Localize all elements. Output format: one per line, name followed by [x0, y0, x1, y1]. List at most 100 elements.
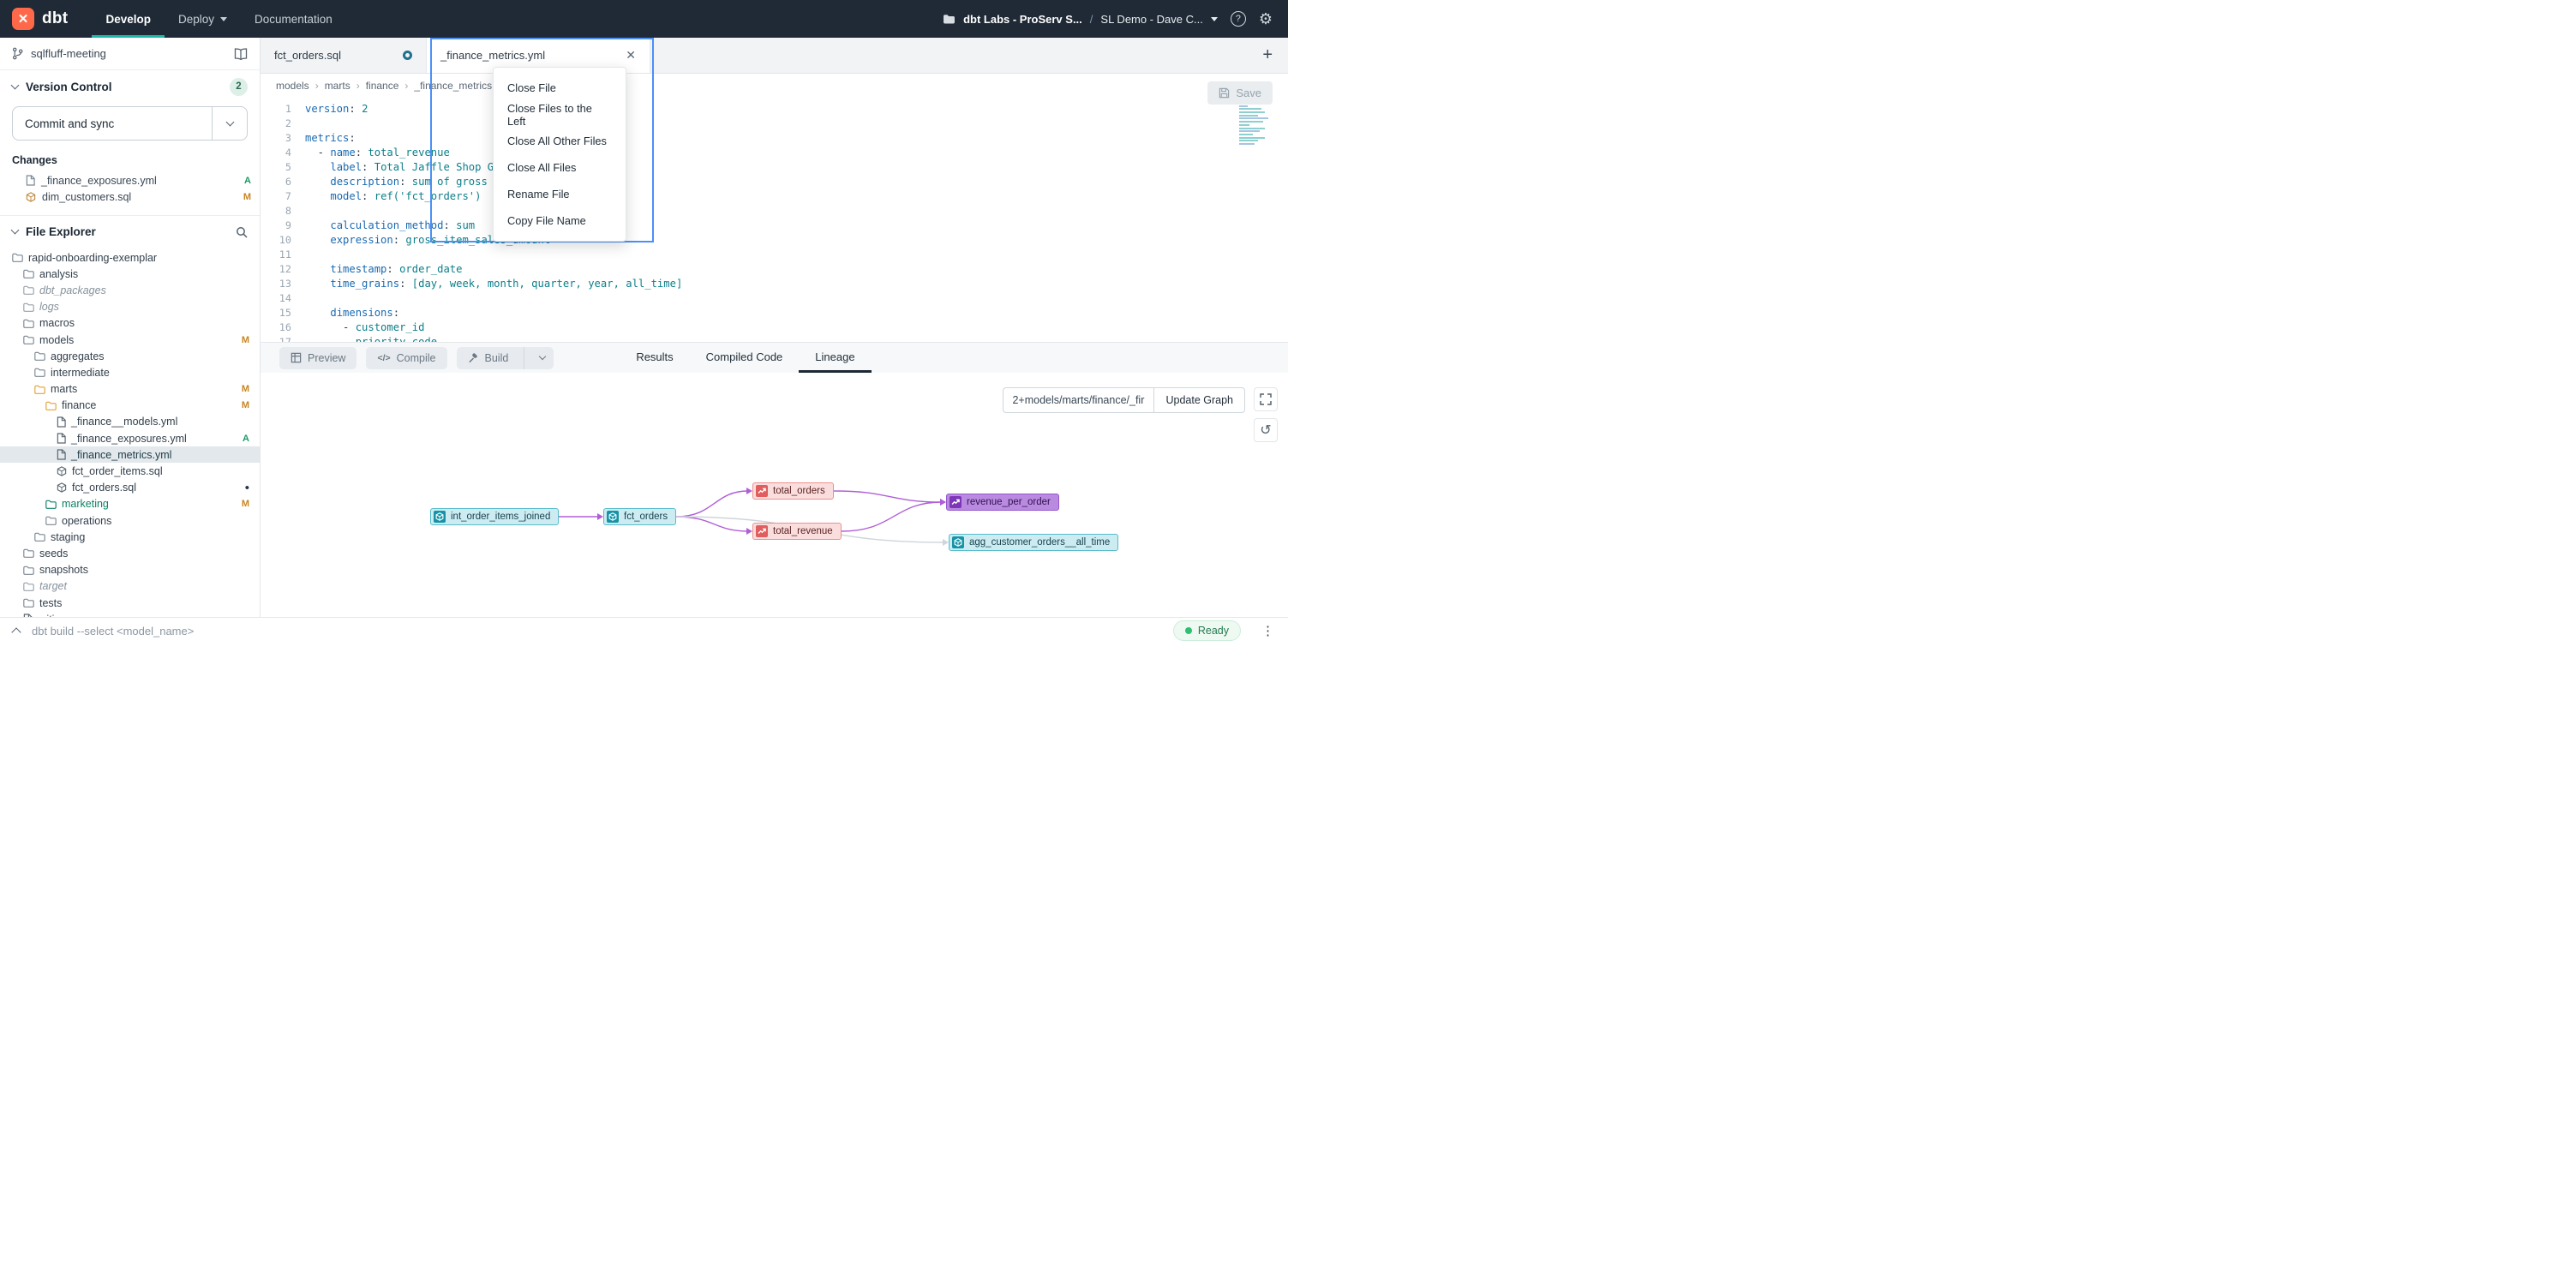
version-control-title: Version Control: [26, 81, 112, 93]
file-explorer-header[interactable]: File Explorer: [0, 215, 260, 248]
tree-item-label: macros: [39, 317, 75, 329]
breadcrumb-item[interactable]: marts: [325, 80, 350, 92]
folder-icon: [45, 516, 57, 525]
tree-item[interactable]: staging: [0, 529, 260, 545]
tree-item[interactable]: dbt_packages: [0, 282, 260, 298]
tree-item[interactable]: _finance__models.yml: [0, 414, 260, 430]
lineage-node-fct_orders[interactable]: fct_orders: [603, 508, 676, 525]
tree-item[interactable]: _finance_exposures.ymlA: [0, 430, 260, 446]
context-menu-item[interactable]: Copy File Name: [494, 207, 626, 234]
lineage-node-revenue_per_order[interactable]: revenue_per_order: [946, 494, 1059, 511]
code-line: 3metrics:: [261, 131, 1288, 146]
search-icon[interactable]: [236, 226, 248, 238]
changed-file[interactable]: dim_customers.sql M: [0, 189, 260, 205]
node-label: total_revenue: [773, 526, 833, 536]
branch-row[interactable]: sqlfluff-meeting: [0, 38, 260, 70]
close-icon[interactable]: ✕: [626, 48, 636, 63]
context-menu-item[interactable]: Close Files to the Left: [494, 101, 626, 128]
preview-button[interactable]: Preview: [279, 347, 356, 369]
kebab-menu-icon[interactable]: ⋮: [1261, 623, 1275, 638]
save-button[interactable]: Save: [1207, 81, 1273, 105]
breadcrumb-item[interactable]: models: [276, 80, 309, 92]
lineage-canvas[interactable]: Update Graph ↺ int_order_items_joined fct…: [261, 373, 1288, 617]
tree-item[interactable]: modelsM: [0, 332, 260, 348]
fullscreen-button[interactable]: [1254, 387, 1278, 411]
tree-item[interactable]: tests: [0, 595, 260, 611]
code-line: 10 expression: gross_item_sales_amount: [261, 233, 1288, 248]
tree-item[interactable]: logs: [0, 299, 260, 315]
tree-item[interactable]: intermediate: [0, 364, 260, 380]
node-label: agg_customer_orders__all_time: [969, 537, 1110, 548]
code-text: version: 2: [305, 102, 368, 117]
project-selector[interactable]: dbt Labs - ProServ S... / SL Demo - Dave…: [943, 13, 1218, 26]
build-button[interactable]: Build: [457, 347, 554, 369]
tree-item[interactable]: aggregates: [0, 348, 260, 364]
command-input[interactable]: dbt build --select <model_name>: [32, 625, 194, 638]
tree-item[interactable]: _finance_metrics.yml: [0, 446, 260, 463]
help-icon[interactable]: ?: [1231, 11, 1246, 27]
tree-item-label: tests: [39, 597, 62, 609]
tree-item[interactable]: fct_orders.sql•: [0, 480, 260, 496]
tree-item[interactable]: seeds: [0, 545, 260, 561]
commit-options-dropdown[interactable]: [213, 107, 247, 140]
lineage-node-int_order_items_joined[interactable]: int_order_items_joined: [430, 508, 559, 525]
line-number: 11: [261, 248, 305, 262]
lineage-filter-input[interactable]: [1003, 387, 1153, 413]
update-graph-button[interactable]: Update Graph: [1153, 387, 1245, 413]
code-editor[interactable]: 1version: 223metrics:4 - name: total_rev…: [261, 98, 1288, 342]
code-line: 11: [261, 248, 1288, 262]
tree-item[interactable]: rapid-onboarding-exemplar: [0, 249, 260, 266]
tree-item[interactable]: operations: [0, 512, 260, 529]
cube-icon: [434, 511, 446, 523]
breadcrumb-item[interactable]: finance: [366, 80, 399, 92]
nav-deploy[interactable]: Deploy: [165, 0, 241, 38]
tab-lineage[interactable]: Lineage: [799, 343, 871, 373]
context-menu-item[interactable]: Close All Other Files: [494, 128, 626, 154]
preview-label: Preview: [308, 352, 345, 364]
version-control-header[interactable]: Version Control 2: [0, 70, 260, 103]
commit-and-sync-button[interactable]: Commit and sync: [12, 106, 248, 141]
tree-item[interactable]: analysis: [0, 266, 260, 282]
modified-dot: •: [245, 482, 249, 494]
tree-item[interactable]: marketingM: [0, 496, 260, 512]
add-tab-button[interactable]: +: [1262, 45, 1273, 65]
chevron-up-icon[interactable]: [11, 627, 21, 637]
code-text: - priority_code: [305, 335, 437, 342]
tab-label: fct_orders.sql: [274, 49, 341, 62]
tab-results[interactable]: Results: [620, 343, 689, 373]
tree-item[interactable]: target: [0, 578, 260, 595]
tab-compiled-code[interactable]: Compiled Code: [690, 343, 800, 373]
nav-documentation[interactable]: Documentation: [241, 0, 346, 38]
tree-item[interactable]: snapshots: [0, 562, 260, 578]
lineage-node-total_orders[interactable]: total_orders: [752, 482, 834, 500]
folder-icon: [34, 532, 45, 542]
lineage-node-agg_customer_orders__all_time[interactable]: agg_customer_orders__all_time: [949, 534, 1118, 551]
line-number: 16: [261, 320, 305, 335]
changed-file[interactable]: _finance_exposures.yml A: [0, 172, 260, 189]
lineage-node-total_revenue[interactable]: total_revenue: [752, 523, 842, 540]
git-status-badge: A: [244, 176, 251, 186]
tree-item[interactable]: .gitignore: [0, 611, 260, 617]
file-explorer-title: File Explorer: [26, 225, 96, 238]
context-menu-item[interactable]: Close File: [494, 75, 626, 101]
editor-toolbar: Preview </> Compile Build Results Compil…: [261, 342, 1288, 373]
nav-develop[interactable]: Develop: [92, 0, 165, 38]
folder-open-icon: [45, 401, 57, 410]
context-menu-item[interactable]: Close All Files: [494, 154, 626, 181]
context-menu-item[interactable]: Rename File: [494, 181, 626, 207]
reset-view-button[interactable]: ↺: [1254, 418, 1278, 442]
tree-item[interactable]: financeM: [0, 398, 260, 414]
code-text: model: ref('fct_orders'): [305, 189, 481, 204]
docs-icon[interactable]: [234, 48, 248, 60]
minimap[interactable]: [1239, 102, 1280, 147]
tree-item[interactable]: fct_order_items.sql: [0, 463, 260, 479]
compile-button[interactable]: </> Compile: [366, 347, 446, 369]
tree-item[interactable]: martsM: [0, 381, 260, 398]
build-options-dropdown[interactable]: [530, 356, 554, 359]
dbt-logo-text: dbt: [42, 9, 68, 28]
tab-context-menu: Close FileClose Files to the LeftClose A…: [493, 67, 626, 242]
code-text: time_grains: [day, week, month, quarter,…: [305, 277, 682, 291]
tree-item[interactable]: macros: [0, 315, 260, 332]
tab-fct-orders[interactable]: fct_orders.sql: [261, 38, 427, 73]
gear-icon[interactable]: ⚙: [1259, 11, 1273, 27]
